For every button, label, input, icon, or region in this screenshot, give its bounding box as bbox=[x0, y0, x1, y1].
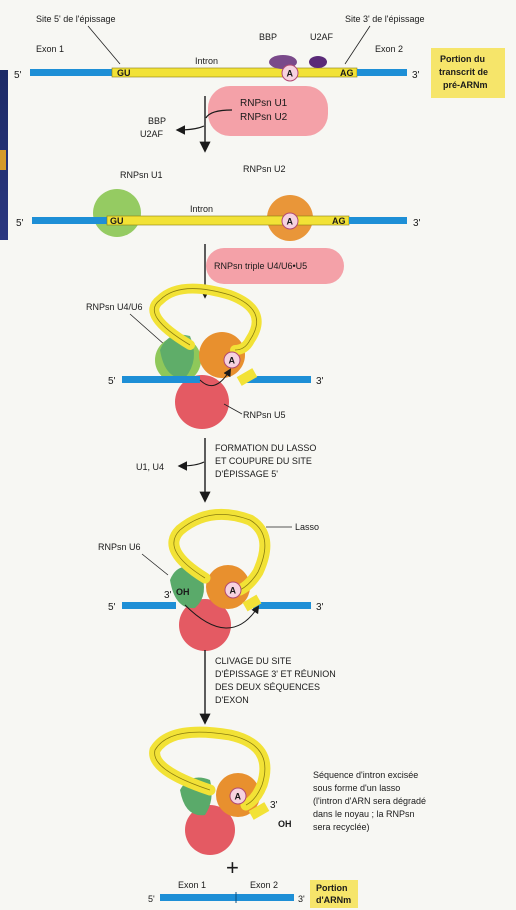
u6-pointer bbox=[142, 554, 168, 575]
oh-label: OH bbox=[278, 819, 292, 829]
u1-label: RNPsn U1 bbox=[120, 170, 163, 180]
released-u2af: U2AF bbox=[140, 129, 164, 139]
step4-line3: DES DEUX SÉQUENCES bbox=[215, 682, 320, 692]
intron-3-end bbox=[237, 368, 258, 386]
panel-mrna: Exon 1 Exon 2 5' 3' Portion d'ARNm bbox=[148, 880, 358, 908]
exon2-bar bbox=[349, 217, 407, 224]
step4-line4: D'EXON bbox=[215, 695, 249, 705]
five-prime-label: 5' bbox=[16, 218, 24, 229]
exon1-bar bbox=[32, 217, 107, 224]
caption-line2: sous forme d'un lasso bbox=[313, 783, 400, 793]
exon2-label: Exon 2 bbox=[375, 44, 403, 54]
gu-site: GU bbox=[117, 68, 131, 78]
three-prime-label: 3' bbox=[316, 376, 324, 387]
ag-site: AG bbox=[332, 216, 346, 226]
five-prime-label: 5' bbox=[108, 602, 116, 613]
intron-bar bbox=[107, 216, 349, 225]
u5-snrnp bbox=[175, 375, 229, 429]
released-bbp: BBP bbox=[148, 116, 166, 126]
box-line2: d'ARNm bbox=[316, 895, 351, 905]
ag-site: AG bbox=[340, 68, 354, 78]
branch-a: A bbox=[229, 356, 236, 366]
panel-excised-lasso: A 3' OH Séquence d'intron excisée sous f… bbox=[155, 732, 426, 880]
step-1: RNPsn U1 RNPsn U2 BBP U2AF bbox=[140, 86, 328, 150]
step-2: RNPsn triple U4/U6•U5 bbox=[205, 244, 344, 296]
step-3: U1, U4 FORMATION DU LASSO ET COUPURE DU … bbox=[136, 438, 316, 500]
three-prime-right: 3' bbox=[316, 602, 324, 613]
three-prime-label: 3' bbox=[298, 894, 305, 904]
bbp-label: BBP bbox=[259, 32, 277, 42]
step-4: CLIVAGE DU SITE D'ÉPISSAGE 3' ET RÉUNION… bbox=[205, 650, 336, 722]
box-line1: Portion du bbox=[440, 54, 485, 64]
exon1-label: Exon 1 bbox=[178, 880, 206, 890]
panel-pre-mrna: Site 5' de l'épissage Site 3' de l'épiss… bbox=[14, 14, 505, 98]
exon2-bar bbox=[357, 69, 407, 76]
five-prime-label: 5' bbox=[148, 894, 155, 904]
step3-line1: FORMATION DU LASSO bbox=[215, 443, 316, 453]
exon2-bar bbox=[253, 602, 311, 609]
branch-a: A bbox=[235, 792, 242, 802]
exon2-label: Exon 2 bbox=[250, 880, 278, 890]
plus-sign: + bbox=[226, 855, 239, 880]
step3-line3: D'ÉPISSAGE 5' bbox=[215, 469, 278, 479]
three-prime-label: 3' bbox=[270, 800, 278, 811]
intron-bar bbox=[112, 68, 357, 77]
intron-label: Intron bbox=[190, 204, 213, 214]
branch-a: A bbox=[287, 217, 294, 227]
panel-spliceosome: RNPsn U4/U6 5' 3' A RNPsn U5 bbox=[86, 289, 324, 429]
gu-site: GU bbox=[110, 216, 124, 226]
step3-line2: ET COUPURE DU SITE bbox=[215, 456, 312, 466]
added-u1: RNPsn U1 bbox=[240, 98, 288, 109]
box-line1: Portion bbox=[316, 883, 348, 893]
step4-line1: CLIVAGE DU SITE bbox=[215, 656, 291, 666]
three-prime-label: 3' bbox=[412, 70, 420, 81]
released-u1-u4: U1, U4 bbox=[136, 462, 164, 472]
five-prime-label: 5' bbox=[108, 376, 116, 387]
caption-line1: Séquence d'intron excisée bbox=[313, 770, 418, 780]
intron-label: Intron bbox=[195, 56, 218, 66]
u2-label: RNPsn U2 bbox=[243, 164, 286, 174]
u1-snrnp bbox=[93, 189, 141, 237]
branch-a: A bbox=[230, 586, 237, 596]
site3-label: Site 3' de l'épissage bbox=[345, 14, 425, 24]
lasso-label: Lasso bbox=[295, 522, 319, 532]
site5-pointer bbox=[88, 26, 120, 64]
added-u2: RNPsn U2 bbox=[240, 112, 288, 123]
u6-label: RNPsn U6 bbox=[98, 542, 141, 552]
exon1-bar bbox=[122, 376, 200, 383]
u2af-label: U2AF bbox=[310, 32, 334, 42]
u2af-protein bbox=[309, 56, 327, 68]
u4u6-label: RNPsn U4/U6 bbox=[86, 302, 143, 312]
step3-out-arrow bbox=[180, 462, 204, 466]
added-triple: RNPsn triple U4/U6•U5 bbox=[214, 261, 307, 271]
caption-line3: (l'intron d'ARN sera dégradé bbox=[313, 796, 426, 806]
branch-a: A bbox=[287, 69, 294, 79]
exon1-bar bbox=[30, 69, 112, 76]
caption-line5: sera recyclée) bbox=[313, 822, 370, 832]
five-prime-label: 5' bbox=[14, 70, 22, 81]
panel-u1-u2-bound: RNPsn U1 RNPsn U2 5' 3' Intron GU AG A bbox=[16, 164, 421, 241]
site3-pointer bbox=[345, 26, 370, 64]
highlight-u1-u2 bbox=[208, 86, 328, 136]
box-line2: transcrit de bbox=[439, 67, 488, 77]
site5-label: Site 5' de l'épissage bbox=[36, 14, 116, 24]
three-prime-label: 3' bbox=[413, 218, 421, 229]
u5-label: RNPsn U5 bbox=[243, 410, 286, 420]
step1-out-arrow bbox=[178, 126, 204, 130]
three-prime-left: 3' bbox=[164, 590, 172, 601]
box-line3: pré-ARNm bbox=[443, 80, 488, 90]
exon1-label: Exon 1 bbox=[36, 44, 64, 54]
mrna-bar bbox=[160, 894, 294, 901]
exon1-bar bbox=[122, 602, 176, 609]
panel-lasso: RNPsn U6 Lasso 5' 3' OH 3' A bbox=[98, 514, 324, 651]
step4-line2: D'ÉPISSAGE 3' ET RÉUNION bbox=[215, 669, 336, 679]
oh-label: OH bbox=[176, 587, 190, 597]
caption-line4: dans le noyau ; la RNPsn bbox=[313, 809, 415, 819]
